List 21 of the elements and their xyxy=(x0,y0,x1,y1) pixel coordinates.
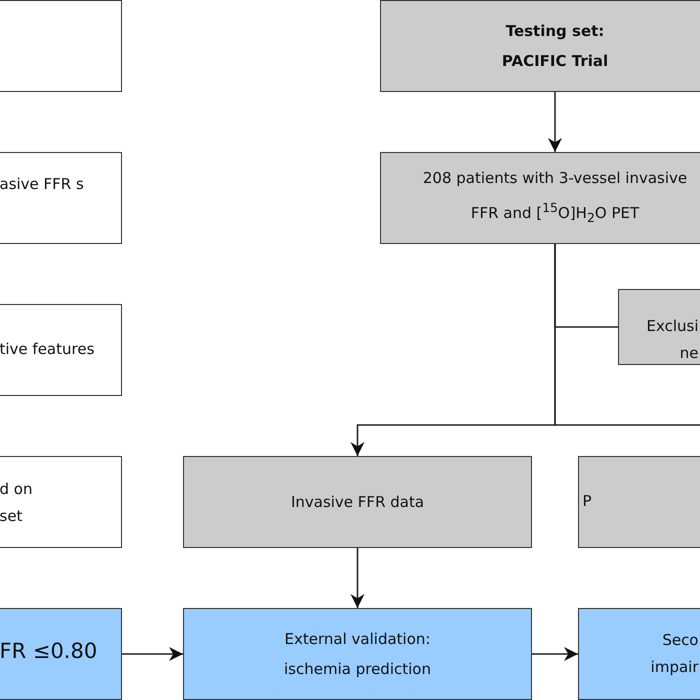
connector-arrow xyxy=(548,92,562,152)
box-text: FR ≤0.80 xyxy=(0,638,98,664)
connector-arrow xyxy=(532,647,578,661)
connector-arrow xyxy=(350,548,364,608)
process-box xyxy=(578,608,700,700)
box-text: asive FFR s xyxy=(0,174,85,194)
box-text: tive features xyxy=(0,338,96,360)
process-box xyxy=(380,0,700,92)
box-text: Testing set: PACIFIC Trial xyxy=(500,21,610,72)
box-text: d on set xyxy=(0,478,34,526)
process-box xyxy=(183,456,532,548)
process-box xyxy=(380,152,700,244)
box-text: Exclusi ne xyxy=(646,316,698,364)
process-box xyxy=(578,456,700,548)
box-text: Invasive FFR data xyxy=(290,492,426,513)
connector-arrow xyxy=(122,647,183,661)
process-box xyxy=(183,608,532,700)
box-text: 208 patients with 3-vessel invasive FFR and [$^{15}$O]H$_{2}$O PET xyxy=(422,168,688,227)
box-text: Seco impair xyxy=(650,630,698,678)
box-text: External validation: ischemia prediction xyxy=(283,629,432,680)
box-text: P xyxy=(582,490,593,512)
